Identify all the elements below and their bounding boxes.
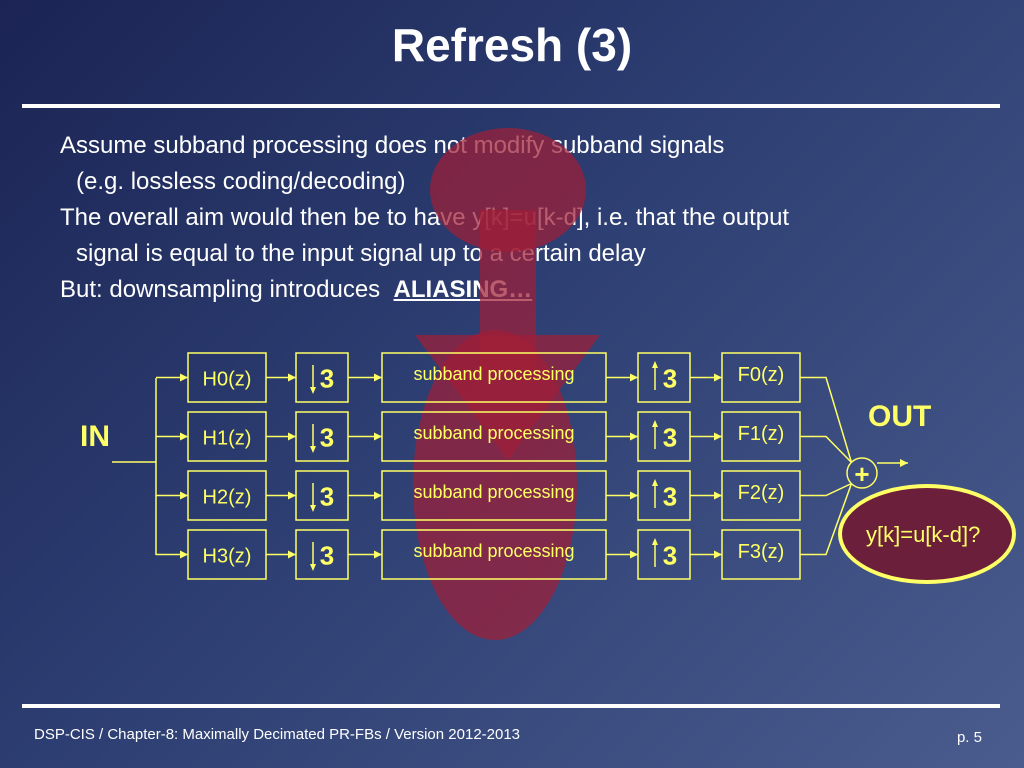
title-divider <box>22 104 1000 108</box>
row1-arrowhead-in <box>180 432 188 441</box>
downsampler-0-box <box>295 352 349 403</box>
upsampler-0-arrow-tip <box>652 361 658 368</box>
analysis-filter-h3-box <box>187 529 267 580</box>
row3-arrowhead-down <box>374 550 382 559</box>
bullet-line-4: signal is equal to the input signal up t… <box>76 240 646 267</box>
analysis-filter-h2: H2(z) <box>203 487 252 509</box>
downsampler-1-arrow-tip <box>310 446 316 453</box>
output-question-ellipse <box>838 484 1016 584</box>
row1-wire-out <box>800 435 853 464</box>
downsampler-1-box <box>295 411 349 462</box>
synthesis-filter-f1: F1(z) <box>738 423 785 445</box>
subband-processing-2-box <box>381 470 607 521</box>
output-question: y[k]=u[k-d]? <box>866 522 981 547</box>
row3-wire-out <box>800 483 853 556</box>
row3-arrowhead-up <box>714 550 722 559</box>
downsampler-2-arrow-tip <box>310 505 316 512</box>
row1-arrowhead-h <box>288 432 296 441</box>
subband-processing-3-box <box>381 529 607 580</box>
upsampler-2-box <box>637 470 691 521</box>
row3-arrowhead-in <box>180 550 188 559</box>
row1-arrowhead-up <box>714 432 722 441</box>
arrow-body-overlay <box>413 330 577 640</box>
subband-processing-2-label: subband processing <box>413 482 574 502</box>
synthesis-filter-f2: F2(z) <box>738 482 785 504</box>
upsampler-3-arrow-tip <box>652 538 658 545</box>
bullet-line-3: The overall aim would then be to have y[… <box>60 204 790 231</box>
analysis-filter-h1-box <box>187 411 267 462</box>
footer-divider <box>22 704 1000 708</box>
summation-plus: + <box>854 459 869 489</box>
downsampler-0-factor: 3 <box>320 364 334 394</box>
subband-processing-0-box <box>381 352 607 403</box>
diagram-wires <box>112 361 908 571</box>
bullet-line-1: Assume subband processing does not modif… <box>60 132 725 159</box>
synthesis-filter-f2-box <box>721 470 801 521</box>
row0-arrowhead-in <box>180 373 188 382</box>
bullet-line-2: (e.g. lossless coding/decoding) <box>76 168 406 195</box>
row2-arrowhead-up <box>714 491 722 500</box>
output-label: OUT <box>868 400 932 433</box>
downsampler-2-factor: 3 <box>320 482 334 512</box>
arrow-overlay <box>413 128 600 640</box>
upsampler-1-factor: 3 <box>663 423 677 453</box>
upsampler-2-arrow-tip <box>652 479 658 486</box>
upsampler-0-factor: 3 <box>663 364 677 394</box>
upsampler-1-arrow-tip <box>652 420 658 427</box>
analysis-filter-h0: H0(z) <box>203 369 252 391</box>
downsampler-0-arrow-tip <box>310 387 316 394</box>
subband-processing-1-box <box>381 411 607 462</box>
row0-wire-out <box>800 376 853 463</box>
row1-arrowhead-proc <box>630 432 638 441</box>
row3-arrowhead-h <box>288 550 296 559</box>
downsampler-3-box <box>295 529 349 580</box>
upsampler-3-factor: 3 <box>663 541 677 571</box>
synthesis-filter-f3-box <box>721 529 801 580</box>
row3-arrowhead-proc <box>630 550 638 559</box>
row2-arrowhead-proc <box>630 491 638 500</box>
downsampler-3-arrow-tip <box>310 564 316 571</box>
analysis-filter-h0-box <box>187 352 267 403</box>
downsampler-2-box <box>295 470 349 521</box>
summation-node <box>846 457 878 489</box>
diagram-blocks: H0(z) 3 subband processing 3 F0(z) H1(z) 3 subb… <box>187 352 878 580</box>
output-arrowhead <box>900 459 908 467</box>
row1-arrowhead-down <box>374 432 382 441</box>
upsampler-3-box <box>637 529 691 580</box>
footer-text: DSP-CIS / Chapter-8: Maximally Decimated… <box>34 726 521 743</box>
analysis-filter-h3: H3(z) <box>203 546 252 568</box>
input-label: IN <box>80 420 110 453</box>
synthesis-filter-f3: F3(z) <box>738 541 785 563</box>
row0-arrowhead-up <box>714 373 722 382</box>
arrow-head-overlay <box>430 128 586 252</box>
synthesis-filter-f1-box <box>721 411 801 462</box>
upsampler-1-box <box>637 411 691 462</box>
subband-processing-0-label: subband processing <box>413 364 574 384</box>
upsampler-2-factor: 3 <box>663 482 677 512</box>
row2-arrowhead-in <box>180 491 188 500</box>
subband-processing-1-label: subband processing <box>413 423 574 443</box>
row0-arrowhead-proc <box>630 373 638 382</box>
slide-title: Refresh (3) <box>391 19 633 71</box>
row0-arrowhead-down <box>374 373 382 382</box>
upsampler-0-box <box>637 352 691 403</box>
row0-arrowhead-h <box>288 373 296 382</box>
subband-processing-3-label: subband processing <box>413 541 574 561</box>
page-number: p. 5 <box>956 729 982 746</box>
slide-body: Assume subband processing does not modif… <box>60 128 960 308</box>
row2-arrowhead-down <box>374 491 382 500</box>
synthesis-filter-f0-box <box>721 352 801 403</box>
analysis-filter-h1: H1(z) <box>203 428 252 450</box>
synthesis-filter-f0: F0(z) <box>738 364 785 386</box>
analysis-filter-h2-box <box>187 470 267 521</box>
downsampler-3-factor: 3 <box>320 541 334 571</box>
row2-wire-out <box>800 482 852 497</box>
bullet-line-5-text: But: downsampling introduces <box>60 276 387 303</box>
row2-arrowhead-h <box>288 491 296 500</box>
downsampler-1-factor: 3 <box>320 423 334 453</box>
